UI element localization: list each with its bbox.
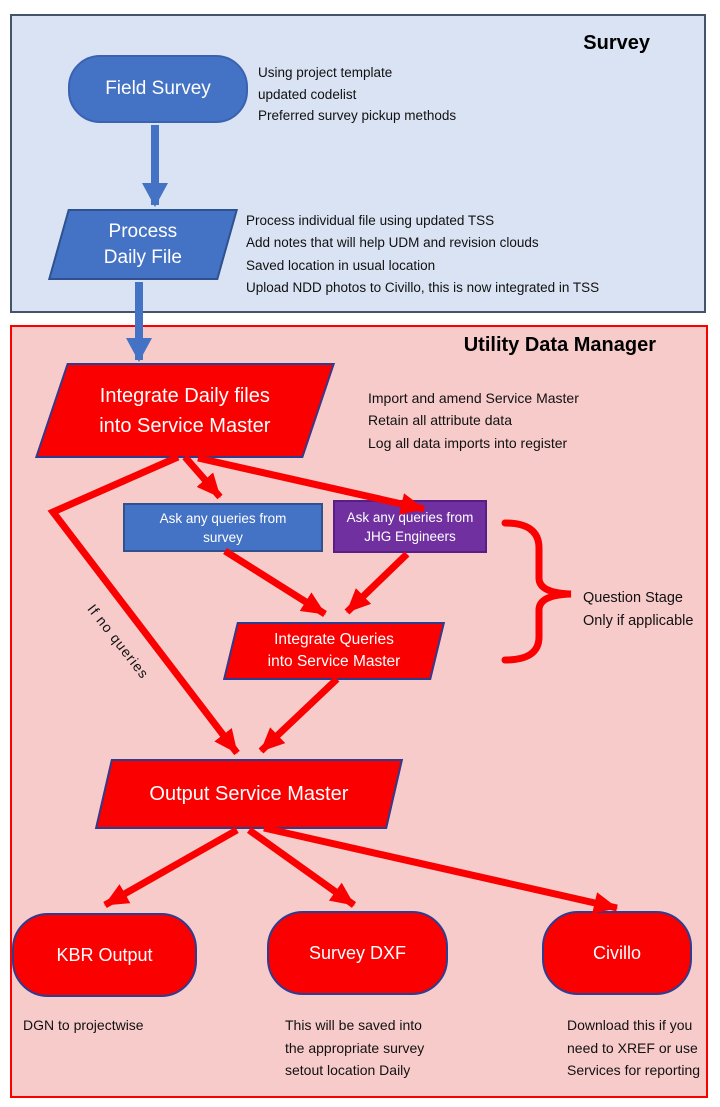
note-line: Question Stage xyxy=(583,590,683,606)
integrate-daily-line2: into Service Master xyxy=(99,414,271,437)
civillo-node[interactable]: Civillo xyxy=(542,911,692,995)
note-line: Preferred survey pickup methods xyxy=(258,108,457,123)
output-service-master-node[interactable]: Output Service Master xyxy=(94,759,404,829)
udm-section-title: Utility Data Manager xyxy=(463,334,656,356)
process-daily-file-node[interactable]: Process Daily File xyxy=(48,209,238,280)
output-service-master-label: Output Service Master xyxy=(149,782,349,805)
note-line: need to XREF or use xyxy=(567,1039,698,1056)
integrate-queries-line1: Integrate Queries xyxy=(274,631,394,648)
note-line: This will be saved into xyxy=(285,1017,422,1033)
note-line: Download this if you xyxy=(567,1017,693,1033)
integrate-queries-node[interactable]: Integrate Queries into Service Master xyxy=(222,622,446,680)
kbr-output-node[interactable]: KBR Output xyxy=(12,913,197,997)
note-line: Upload NDD photos to Civillo, this is no… xyxy=(246,280,600,296)
integrate-daily-node[interactable]: Integrate Daily files into Service Maste… xyxy=(35,363,335,458)
field-survey-notes: Using project template updated codelist … xyxy=(258,62,456,127)
note-line: DGN to projectwise xyxy=(23,1017,144,1033)
survey-section-title: Survey xyxy=(583,32,650,54)
integrate-queries-line2: into Service Master xyxy=(267,653,401,670)
kbr-output-label: KBR Output xyxy=(56,944,153,965)
process-daily-line1: Process xyxy=(108,220,178,242)
kbr-output-caption: DGN to projectwise xyxy=(23,1014,144,1037)
note-line: Retain all attribute data xyxy=(368,412,512,429)
process-daily-line2: Daily File xyxy=(103,246,183,268)
ask-queries-jhg-node[interactable]: Ask any queries from JHG Engineers xyxy=(333,500,487,553)
process-daily-notes: Process individual file using updated TS… xyxy=(246,210,599,300)
ask-jhg-line1: Ask any queries from xyxy=(346,509,474,525)
note-line: the appropriate survey xyxy=(285,1039,425,1056)
ask-queries-survey-node[interactable]: Ask any queries from survey xyxy=(123,503,323,552)
ask-survey-line2: survey xyxy=(203,529,243,545)
survey-dxf-node[interactable]: Survey DXF xyxy=(267,911,448,995)
note-line: updated codelist xyxy=(258,86,357,102)
survey-dxf-label: Survey DXF xyxy=(308,942,407,963)
civillo-caption: Download this if you need to XREF or use… xyxy=(567,1014,700,1082)
field-survey-node[interactable]: Field Survey xyxy=(68,55,248,123)
survey-dxf-caption: This will be saved into the appropriate … xyxy=(285,1014,424,1082)
question-stage-notes: Question Stage Only if applicable xyxy=(583,587,693,632)
civillo-label: Civillo xyxy=(592,942,641,963)
note-line: Only if applicable xyxy=(583,612,694,629)
ask-survey-line1: Ask any queries from xyxy=(159,510,287,526)
note-line: Import and amend Service Master xyxy=(368,390,579,406)
note-line: Saved location in usual location xyxy=(246,257,436,273)
note-line: Add notes that will help UDM and revisio… xyxy=(246,235,539,251)
integrate-daily-notes: Import and amend Service Master Retain a… xyxy=(368,387,579,454)
ask-jhg-line2: JHG Engineers xyxy=(364,528,456,544)
note-line: Using project template xyxy=(258,65,393,80)
integrate-daily-line1: Integrate Daily files xyxy=(99,384,271,407)
note-line: Log all data imports into register xyxy=(368,434,568,451)
note-line: setout location Daily xyxy=(285,1062,411,1078)
field-survey-label: Field Survey xyxy=(105,78,211,99)
note-line: Services for reporting xyxy=(567,1062,701,1078)
note-line: Process individual file using updated TS… xyxy=(246,213,495,228)
